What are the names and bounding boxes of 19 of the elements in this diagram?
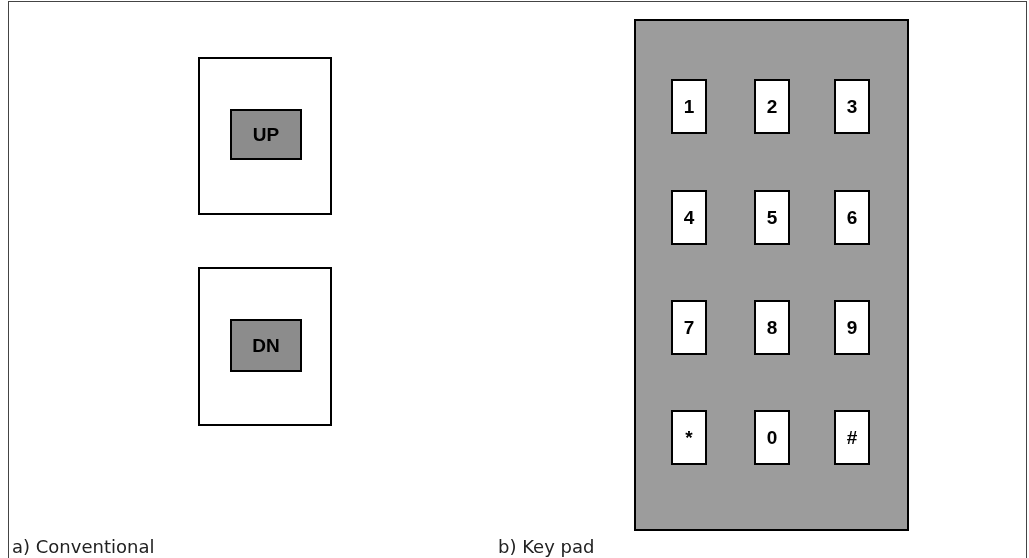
key-button: 1 xyxy=(671,79,707,134)
key-button: 3 xyxy=(834,79,870,134)
key-button: 4 xyxy=(671,190,707,245)
up-button: UP xyxy=(230,109,302,160)
key-button: * xyxy=(671,410,707,465)
key-button: 9 xyxy=(834,300,870,355)
key-button: 8 xyxy=(754,300,790,355)
panel xyxy=(198,267,332,426)
key-button: 0 xyxy=(754,410,790,465)
keypad-panel xyxy=(634,19,909,531)
key-button: 7 xyxy=(671,300,707,355)
down-button: DN xyxy=(230,319,302,372)
caption: a) Conventional xyxy=(12,536,155,557)
caption: b) Key pad xyxy=(498,536,595,557)
key-button: 5 xyxy=(754,190,790,245)
key-button: # xyxy=(834,410,870,465)
panel xyxy=(198,57,332,215)
key-button: 6 xyxy=(834,190,870,245)
key-button: 2 xyxy=(754,79,790,134)
